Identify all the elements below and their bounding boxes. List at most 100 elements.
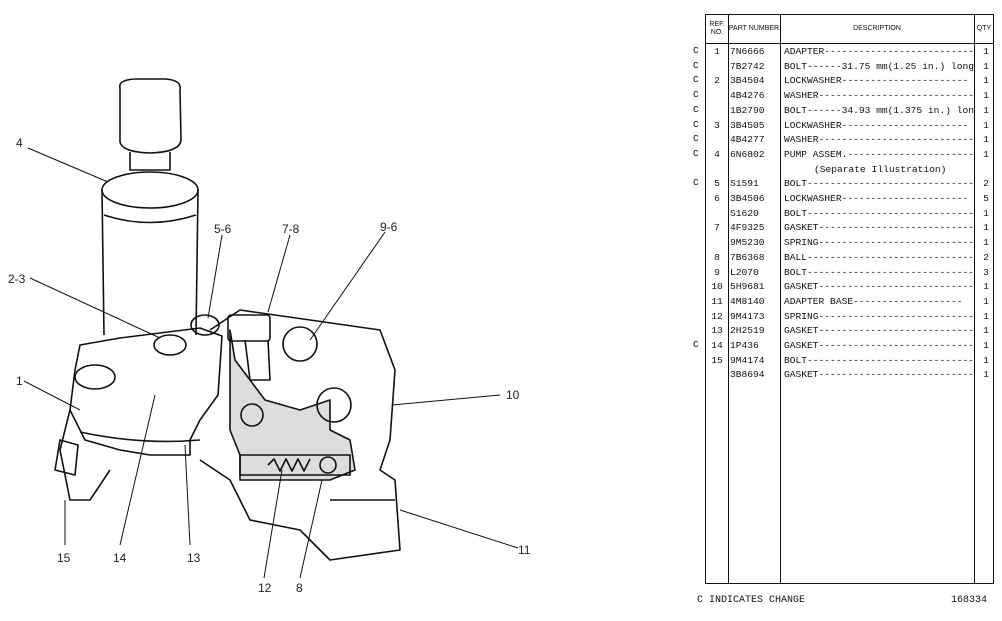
ref-no-cell: 12 — [711, 310, 723, 322]
change-marker: C — [693, 59, 699, 71]
qty-cell: 1 — [983, 310, 989, 322]
qty-cell: 5 — [983, 193, 989, 204]
header-qty: QTY — [976, 25, 992, 32]
description-cell: GASKET----------------------------- — [784, 369, 974, 381]
description-cell: BOLT------34.93 mm(1.375 in.) long — [784, 104, 974, 116]
qty-cell: 2 — [983, 178, 989, 190]
part-number-cell: 1B2790 — [730, 104, 765, 116]
illustration-number: 168334 — [950, 595, 987, 606]
part-number-cell: L2070 — [730, 266, 759, 278]
table-row: 6 3B4506 LOCKWASHER---------------------- 5 — [706, 192, 993, 207]
part-number-cell: S1620 — [730, 207, 759, 219]
part-number-cell: 3B4504 — [730, 75, 765, 87]
callout-4: 4 — [16, 136, 23, 150]
qty-cell: 3 — [983, 266, 989, 278]
qty-cell: 1 — [983, 340, 989, 351]
exploded-view-illustration — [23, 78, 519, 579]
qty-cell: 1 — [983, 46, 989, 57]
qty-cell: 1 — [983, 354, 989, 366]
change-note: C INDICATES CHANGE — [697, 595, 806, 606]
part-number-cell: S1591 — [730, 178, 759, 190]
change-marker: C — [693, 74, 699, 86]
qty-cell: 1 — [983, 295, 989, 307]
qty-cell: 1 — [983, 134, 989, 146]
callout-9-6: 9-6 — [380, 220, 398, 234]
change-marker: C — [693, 89, 699, 101]
change-marker: C — [693, 103, 699, 115]
change-marker: C — [693, 339, 699, 350]
adapter-base — [199, 309, 401, 561]
qty-cell: 1 — [983, 281, 989, 293]
change-marker: C — [693, 147, 699, 159]
description-cell: LOCKWASHER---------------------- — [784, 119, 969, 131]
description-cell: GASKET----------------------------- — [784, 281, 974, 293]
table-row: 4B4277WASHER----------------------------… — [706, 133, 993, 148]
ref-no-cell: 6 — [714, 193, 720, 204]
qty-cell: 1 — [983, 75, 989, 87]
table-row: 9L2070BOLT------------------------------… — [706, 266, 993, 281]
description-cell: BOLT------31.75 mm(1.25 in.) long — [784, 60, 974, 72]
description-cell: WASHER------------------------------- — [784, 134, 974, 146]
table-row: 1B2790 BOLT------34.93 mm(1.375 in.) long… — [706, 104, 993, 119]
part-number-cell: 1P436 — [730, 340, 759, 351]
part-number-cell: 7N6666 — [730, 46, 765, 57]
description-cell: BOLT--------------------------------- — [784, 266, 974, 278]
description-cell: GASKET----------------------------- — [784, 340, 974, 351]
description-cell: BOLT--------------------------------- — [784, 354, 974, 366]
change-marker: C — [693, 45, 699, 56]
description-cell: PUMP ASSEM.---------------------- — [784, 148, 974, 160]
ref-no-cell: 2 — [714, 75, 720, 87]
qty-cell: 1 — [983, 60, 989, 72]
ref-no-cell: 10 — [711, 281, 723, 293]
description-cell: BOLT--------------------------------- — [784, 207, 974, 219]
callout-5-6: 5-6 — [214, 222, 232, 236]
description-cell: (Separate Illustration) — [814, 163, 947, 175]
callout-11: 11 — [518, 543, 531, 557]
callout-2-3: 2-3 — [8, 272, 26, 286]
table-row: 7B2742 BOLT------31.75 mm(1.25 in.) long 1 — [706, 60, 993, 75]
qty-cell: 1 — [983, 104, 989, 116]
part-number-cell: 2H2519 — [730, 325, 765, 337]
callout-14: 14 — [113, 551, 127, 565]
ref-no-cell: 1 — [714, 46, 720, 57]
description-cell: LOCKWASHER---------------------- — [784, 193, 969, 204]
ref-no-cell: 13 — [711, 325, 723, 337]
description-cell: GASKET----------------------------- — [784, 222, 974, 234]
change-marker: C — [693, 133, 699, 145]
part-number-cell: 7B2742 — [730, 60, 765, 72]
part-number-cell: 9M4174 — [730, 354, 765, 366]
ref-no-cell: 4 — [714, 148, 720, 160]
qty-cell: 1 — [983, 207, 989, 219]
description-cell: WASHER------------------------------- — [784, 90, 974, 102]
callout-1: 1 — [16, 374, 23, 388]
part-number-cell: 9M5230 — [730, 237, 765, 249]
table-row: 5S1591BOLT------------------------------… — [706, 177, 993, 192]
qty-cell: 1 — [983, 325, 989, 337]
pump-cap — [119, 78, 182, 154]
part-number-cell: 7B6368 — [730, 251, 765, 263]
table-footer: C INDICATES CHANGE 168334 — [697, 595, 987, 606]
qty-cell: 1 — [983, 369, 989, 381]
part-number-cell: 3B4506 — [730, 193, 765, 204]
ref-no-cell: 3 — [714, 119, 720, 131]
callout-13: 13 — [187, 551, 201, 565]
callout-8: 8 — [296, 581, 303, 595]
ref-no-cell: 7 — [714, 222, 720, 234]
qty-cell: 1 — [983, 148, 989, 160]
qty-cell: 1 — [983, 237, 989, 249]
qty-cell: 1 — [983, 222, 989, 234]
table-row: 4 6N6802 PUMP ASSEM.----------------------… — [706, 148, 993, 163]
part-number-cell: 3B4505 — [730, 119, 765, 131]
part-number-cell: 6N6802 — [730, 148, 765, 160]
part-number-cell: 4B4276 — [730, 90, 765, 102]
